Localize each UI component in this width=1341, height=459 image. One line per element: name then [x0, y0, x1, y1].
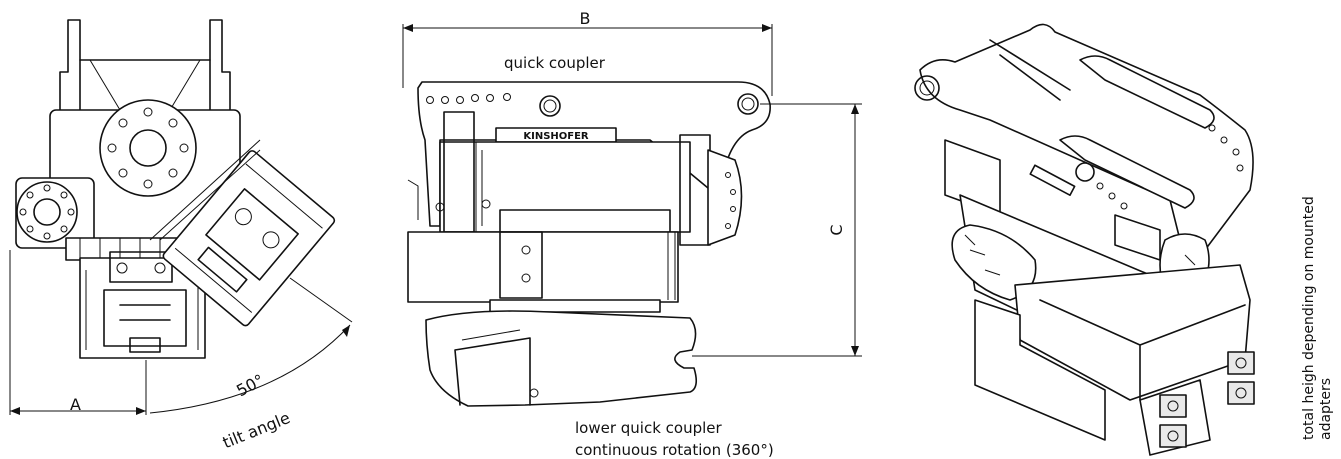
front-view-drawing	[15, 19, 336, 359]
dimension-b: B	[402, 9, 773, 96]
isometric-logo-plate	[1029, 164, 1076, 197]
dimension-a-label: A	[70, 395, 81, 414]
tilt-angle-label: tilt angle	[220, 408, 293, 452]
dimension-c: C	[692, 103, 862, 357]
side-note-line1: total heigh depending on mounted	[1301, 196, 1317, 440]
continuous-rotation-label: continuous rotation (360°)	[575, 441, 774, 459]
angle-label: 50°	[233, 370, 267, 400]
dimension-c-label: C	[827, 224, 846, 235]
dimension-b-label: B	[580, 9, 591, 28]
isometric-view-drawing	[914, 23, 1255, 456]
lower-quick-coupler-label: lower quick coupler	[575, 419, 723, 437]
side-note-line2: adapters	[1318, 378, 1334, 440]
quick-coupler-label: quick coupler	[504, 54, 606, 72]
dimension-a: A	[9, 250, 147, 415]
side-note: total heigh depending on mounted adapter…	[1301, 196, 1334, 440]
side-view-drawing: KINSHOFER	[407, 81, 771, 407]
svg-text:KINSHOFER: KINSHOFER	[523, 131, 589, 142]
